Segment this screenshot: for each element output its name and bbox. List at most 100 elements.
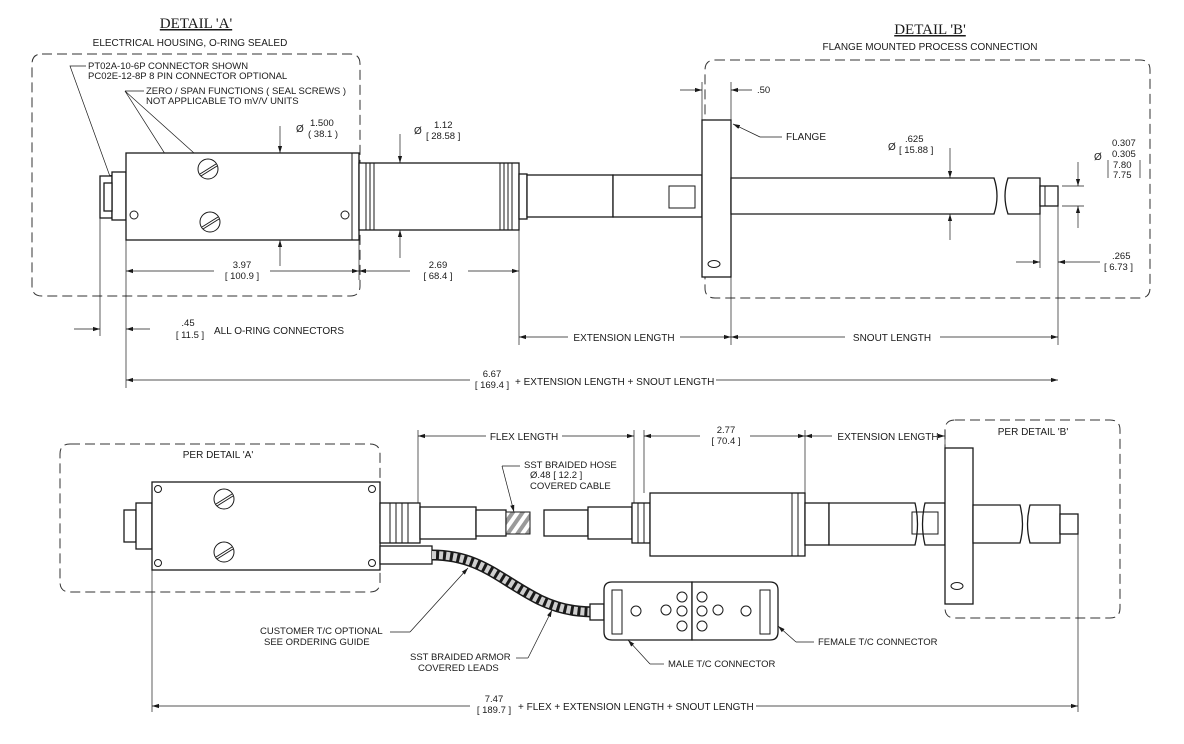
flex-fitting-right <box>631 502 651 544</box>
tc-optional-label-2: SEE ORDERING GUIDE <box>264 637 370 648</box>
detail-a-boundary <box>31 53 361 297</box>
connector-note-1: PT02A-10-6P CONNECTOR SHOWN <box>88 61 248 72</box>
flex-fitting-left <box>379 502 421 544</box>
housing-screw-right <box>340 210 350 220</box>
body-dia-mm: [ 28.58 ] <box>426 131 460 142</box>
armor-leads-outline <box>431 549 601 618</box>
armor-label-2: COVERED LEADS <box>418 663 499 674</box>
per-detail-a-boundary <box>59 443 381 593</box>
remote-flange-hole <box>950 582 964 590</box>
bottom-overall-mm: [ 189.7 ] <box>477 705 511 716</box>
neck-ring <box>518 173 528 220</box>
diameter-symbol: Ø <box>296 124 304 135</box>
flex-hex-right <box>587 506 633 540</box>
bottom-overall-value: 7.47 <box>485 694 504 705</box>
male-tc-label: MALE T/C CONNECTOR <box>668 659 775 670</box>
snout-tip <box>1039 185 1059 207</box>
detail-b-subtitle: FLANGE MOUNTED PROCESS CONNECTION <box>822 42 1037 53</box>
detail-a-title: DETAIL 'A' <box>160 16 233 32</box>
snout-dia-value: .625 <box>905 134 924 145</box>
extension-tube <box>526 174 614 218</box>
male-tc-connector <box>603 581 693 641</box>
detail-a: DETAIL 'A' ELECTRICAL HOUSING, O-RING SE… <box>31 16 703 297</box>
snout-dia-symbol: Ø <box>888 142 896 153</box>
remote-assembly: PER DETAIL 'A' PER DETAIL 'B' <box>59 419 1121 674</box>
housing-length-mm: [ 100.9 ] <box>225 271 259 282</box>
remote-extension-end <box>921 502 946 546</box>
flex-nut-right <box>543 509 589 537</box>
tc-gland <box>379 545 433 565</box>
snout-dia-mm: [ 15.88 ] <box>899 145 933 156</box>
remote-body-length-mm: [ 70.4 ] <box>711 436 740 447</box>
zero-seal-screw-icon <box>197 158 219 180</box>
detail-a-subtitle: ELECTRICAL HOUSING, O-RING SEALED <box>93 38 288 49</box>
tip-length-value: .265 <box>1112 251 1131 262</box>
detail-b-boundary <box>704 59 1151 299</box>
top-length-dimensions: 3.97 [ 100.9 ] 2.69 [ 68.4 ] .45 [ 11.5 … <box>74 218 1058 391</box>
detail-b: DETAIL 'B' FLANGE MOUNTED PROCESS CONNEC… <box>680 22 1151 345</box>
female-tc-label: FEMALE T/C CONNECTOR <box>818 637 938 648</box>
tip-dia-symbol: Ø <box>1094 152 1102 163</box>
extension-adapter <box>612 174 703 218</box>
body-length-mm: [ 68.4 ] <box>423 271 452 282</box>
connector-length-note: ALL O-RING CONNECTORS <box>214 326 344 337</box>
hose-label-3: COVERED CABLE <box>530 481 611 492</box>
snout-length-label: SNOUT LENGTH <box>853 333 931 344</box>
tip-length-mm: [ 6.73 ] <box>1104 262 1133 273</box>
snout-tube <box>730 177 998 215</box>
connector-length-value: .45 <box>181 318 194 329</box>
connector-length-mm: [ 11.5 ] <box>176 330 204 341</box>
transmitter-body <box>358 162 520 231</box>
remote-neck <box>804 502 830 546</box>
hose-label-1: SST BRAIDED HOSE <box>524 460 617 471</box>
remote-body-length-value: 2.77 <box>717 425 736 436</box>
armor-leads <box>431 551 601 616</box>
housing-length-value: 3.97 <box>233 260 252 271</box>
remote-wrench-flat <box>911 511 939 535</box>
connector-leader <box>69 65 113 183</box>
zero-span-leader-1 <box>124 90 205 163</box>
detail-b-title: DETAIL 'B' <box>894 22 966 38</box>
zero-span-note-2: NOT APPLICABLE TO mV/V UNITS <box>146 96 299 107</box>
remote-snout-end <box>1026 504 1061 544</box>
tip-dia-mm-1: 7.80 <box>1113 160 1132 171</box>
tip-dia-value-1: 0.307 <box>1112 138 1136 149</box>
bottom-length-dimensions: FLEX LENGTH 2.77 [ 70.4 ] EXTENSION LENG… <box>151 425 1079 716</box>
remote-tip <box>1059 513 1079 535</box>
armor-label-1: SST BRAIDED ARMOR <box>410 652 511 663</box>
body-length-value: 2.69 <box>429 260 448 271</box>
tc-strain-relief <box>589 603 605 621</box>
per-detail-b-label: PER DETAIL 'B' <box>998 427 1069 438</box>
remote-sensor-body <box>649 492 806 557</box>
housing-screw-left <box>129 210 139 220</box>
wrench-flat <box>668 185 696 209</box>
zero-span-note-1: ZERO / SPAN FUNCTIONS ( SEAL SCREWS ) <box>146 86 346 97</box>
bottom-zero-screw-icon <box>213 488 235 510</box>
flex-hex-left <box>419 506 477 540</box>
top-overall-value: 6.67 <box>483 369 502 380</box>
top-overall-mm: [ 169.4 ] <box>475 380 509 391</box>
housing-dia-mm: ( 38.1 ) <box>308 129 338 140</box>
body-dia-symbol: Ø <box>414 126 422 137</box>
process-flange <box>701 119 732 278</box>
tc-optional-label-1: CUSTOMER T/C OPTIONAL <box>260 626 383 637</box>
connector-pin-shell <box>103 182 113 212</box>
flange-thickness-value: .50 <box>757 85 770 96</box>
bottom-connector-flange <box>135 502 153 550</box>
bottom-connector <box>123 509 137 543</box>
hose-label-2: Ø.48 [ 12.2 ] <box>530 470 582 481</box>
remote-flange <box>944 447 974 605</box>
top-overall-note: + EXTENSION LENGTH + SNOUT LENGTH <box>515 377 714 388</box>
connector-note-2: PC02E-12-8P 8 PIN CONNECTOR OPTIONAL <box>88 71 287 82</box>
body-dia-value: 1.12 <box>434 120 453 131</box>
bottom-overall-note: + FLEX + EXTENSION LENGTH + SNOUT LENGTH <box>518 702 754 713</box>
braided-hose <box>505 511 531 535</box>
bottom-extension-length-label: EXTENSION LENGTH <box>837 432 938 443</box>
flange-label: FLANGE <box>786 132 826 143</box>
flex-nut-left <box>475 509 507 537</box>
per-detail-a-label: PER DETAIL 'A' <box>183 450 254 461</box>
tip-dia-mm-2: 7.75 <box>1113 170 1132 181</box>
extension-length-label: EXTENSION LENGTH <box>573 333 674 344</box>
bottom-housing <box>151 481 381 571</box>
